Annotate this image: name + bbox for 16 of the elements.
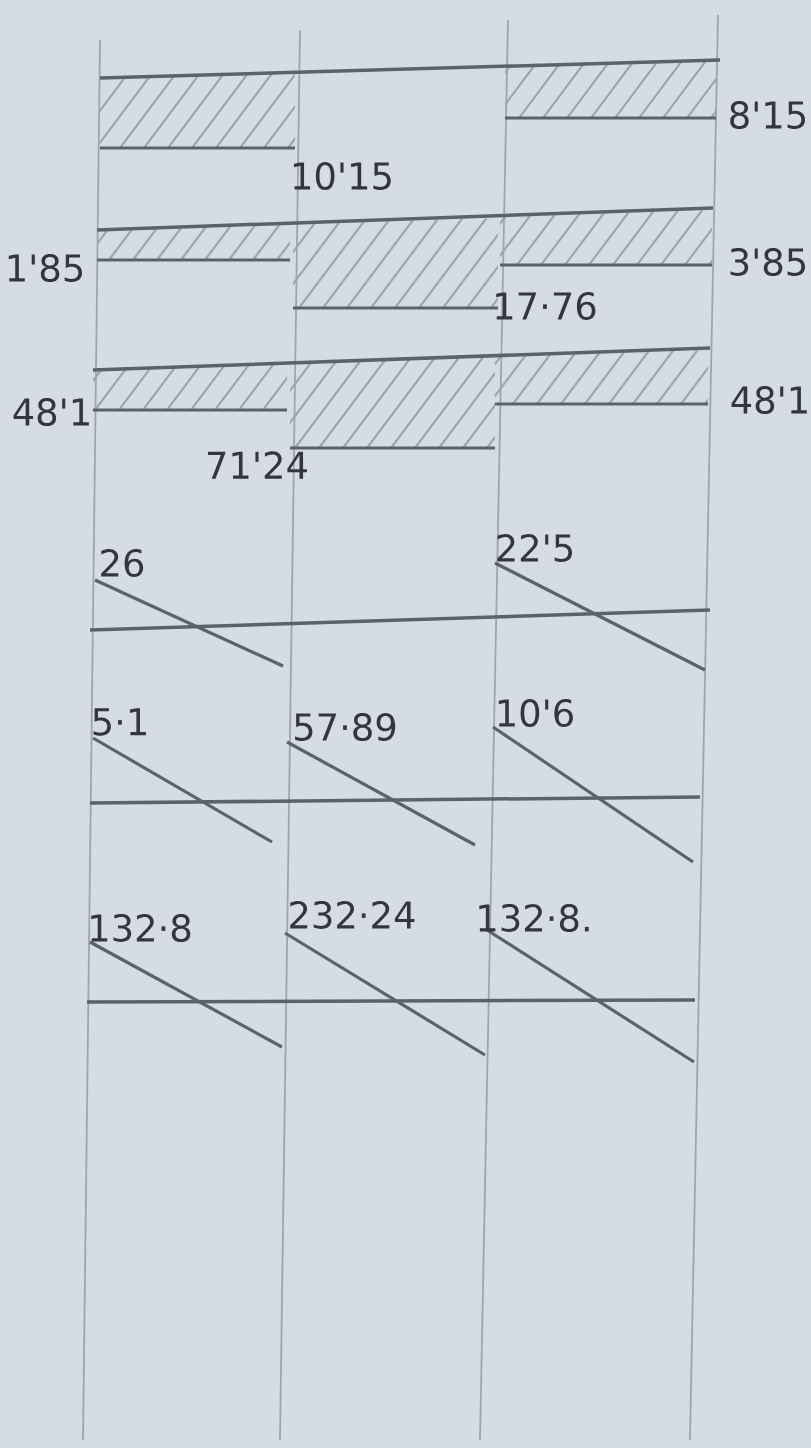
value-label: 8'15 <box>730 101 805 129</box>
value-label: 57·89 <box>295 713 396 741</box>
value-label: 17·76 <box>496 292 596 320</box>
value-label: 22'5 <box>497 534 572 562</box>
value-label: 48'1 <box>731 386 807 414</box>
value-label: 71'24 <box>208 451 307 479</box>
value-label: 1'85 <box>8 254 83 282</box>
value-label: 26 <box>101 549 144 577</box>
value-label: 132·8. <box>479 904 589 932</box>
value-label: 3'85 <box>730 248 805 276</box>
value-label: 10'15 <box>294 162 391 190</box>
value-label: 132·8 <box>91 914 191 942</box>
value-label: 10'6 <box>498 699 573 727</box>
value-label: 48'1 <box>13 398 89 426</box>
value-label: 5·1 <box>93 708 146 736</box>
value-label: 232·24 <box>290 901 415 929</box>
